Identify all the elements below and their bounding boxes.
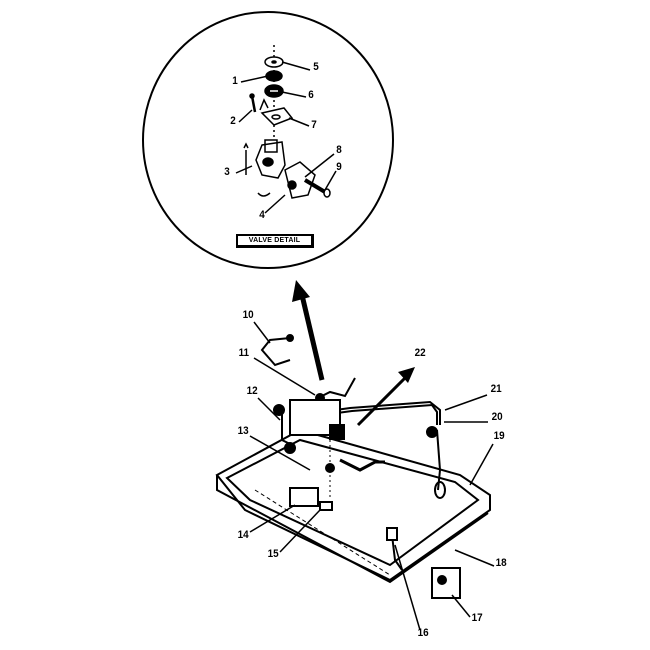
callout-9: 9: [336, 161, 342, 173]
callout-15: 15: [267, 548, 279, 560]
callout-6: 6: [308, 89, 314, 101]
callout-10: 10: [242, 309, 254, 321]
tray: [215, 428, 491, 584]
valve-leaders: [235, 61, 337, 214]
callout-13: 13: [237, 425, 249, 437]
callout-18: 18: [495, 557, 507, 569]
main-leaders: [249, 321, 495, 631]
callout-22: 22: [414, 347, 426, 359]
detail-arrow: [292, 280, 325, 381]
callout-17: 17: [471, 612, 483, 624]
valve-parts: [243, 45, 331, 199]
arrow-22: [356, 367, 415, 427]
callout-4: 4: [259, 209, 265, 221]
callout-8: 8: [336, 144, 342, 156]
valve-detail-label: VALVE DETAIL: [236, 234, 314, 248]
tubing: [260, 334, 461, 599]
callout-20: 20: [491, 411, 503, 423]
callout-2: 2: [230, 115, 236, 127]
callout-1: 1: [232, 75, 238, 87]
callout-14: 14: [237, 529, 249, 541]
callout-19: 19: [493, 430, 505, 442]
valve-detail-circle: [142, 11, 394, 269]
callout-5: 5: [313, 61, 319, 73]
callout-12: 12: [246, 385, 258, 397]
callout-3: 3: [224, 166, 230, 178]
callout-11: 11: [238, 347, 250, 359]
callout-7: 7: [311, 119, 317, 131]
callout-16: 16: [417, 627, 429, 639]
callout-21: 21: [490, 383, 502, 395]
